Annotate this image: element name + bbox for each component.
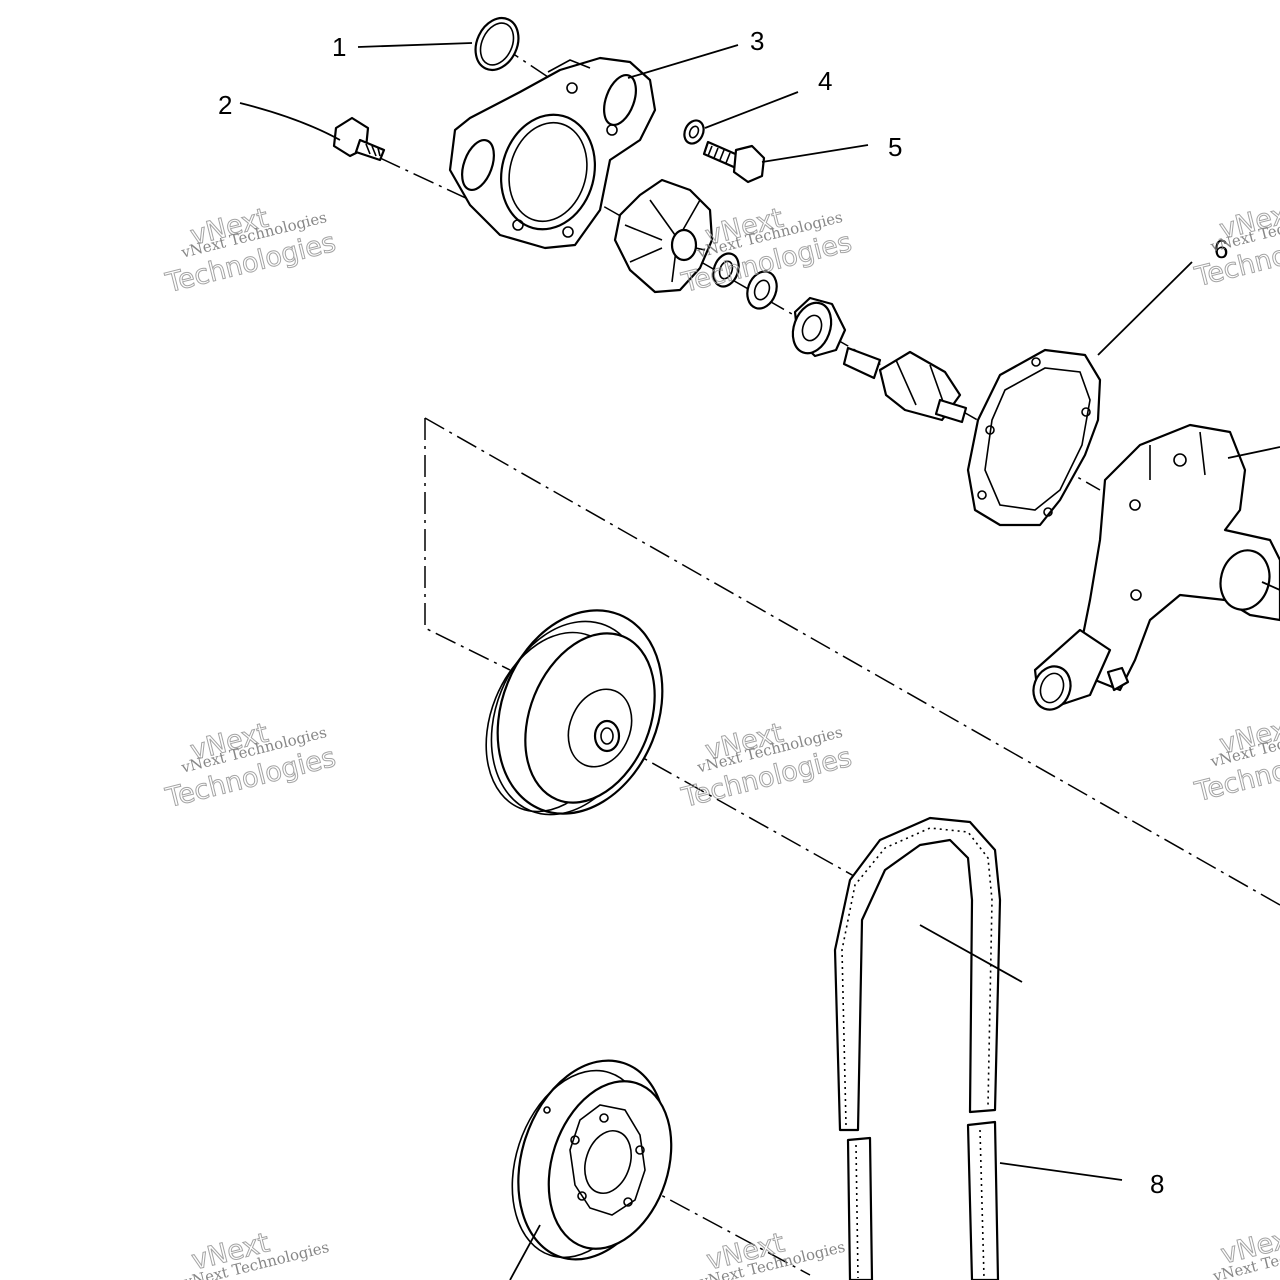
callout-8: 8 bbox=[1150, 1169, 1164, 1199]
callout-6: 6 bbox=[1214, 234, 1228, 264]
leader-lines bbox=[239, 42, 1280, 1280]
part-gasket bbox=[966, 348, 1102, 527]
part-pump-pulley bbox=[485, 609, 664, 816]
part-pump-shaft bbox=[842, 346, 968, 424]
callout-3: 3 bbox=[750, 26, 764, 56]
part-pump-cover bbox=[448, 56, 657, 250]
watermark: vNext vNext Technologies bbox=[181, 1227, 331, 1280]
watermark: vNext vNext Technologies bbox=[1210, 1221, 1280, 1280]
watermark: vNext vNext Technologies Technologies bbox=[162, 717, 340, 815]
part-o-ring bbox=[474, 17, 520, 71]
part-impeller bbox=[613, 178, 714, 294]
callout-labels: 1 2 3 4 5 6 8 bbox=[218, 26, 1228, 1199]
part-drive-belt bbox=[833, 816, 1002, 1280]
watermark: vNext vNext Technologies Technologies bbox=[162, 202, 340, 300]
part-drain-bolt bbox=[332, 116, 386, 162]
part-washer bbox=[683, 119, 705, 145]
part-bearing bbox=[791, 296, 847, 358]
callout-2: 2 bbox=[218, 90, 232, 120]
part-mechanical-seal bbox=[712, 252, 740, 288]
part-bolt bbox=[702, 140, 766, 184]
part-oil-seal bbox=[746, 270, 778, 310]
part-pump-body bbox=[1032, 423, 1280, 711]
watermark: vNext vNext Technologies Technologies bbox=[678, 717, 856, 814]
watermarks: vNext vNext Technologies Technologies vN… bbox=[162, 196, 1280, 1280]
callout-5: 5 bbox=[888, 132, 902, 162]
watermark: vNext vNext Technologies Technologies bbox=[1191, 196, 1280, 294]
part-crank-pulley bbox=[511, 1059, 673, 1261]
watermark: vNext vNext Technologies Technologies bbox=[1191, 711, 1280, 809]
callout-4: 4 bbox=[818, 66, 832, 96]
callout-1: 1 bbox=[332, 32, 346, 62]
